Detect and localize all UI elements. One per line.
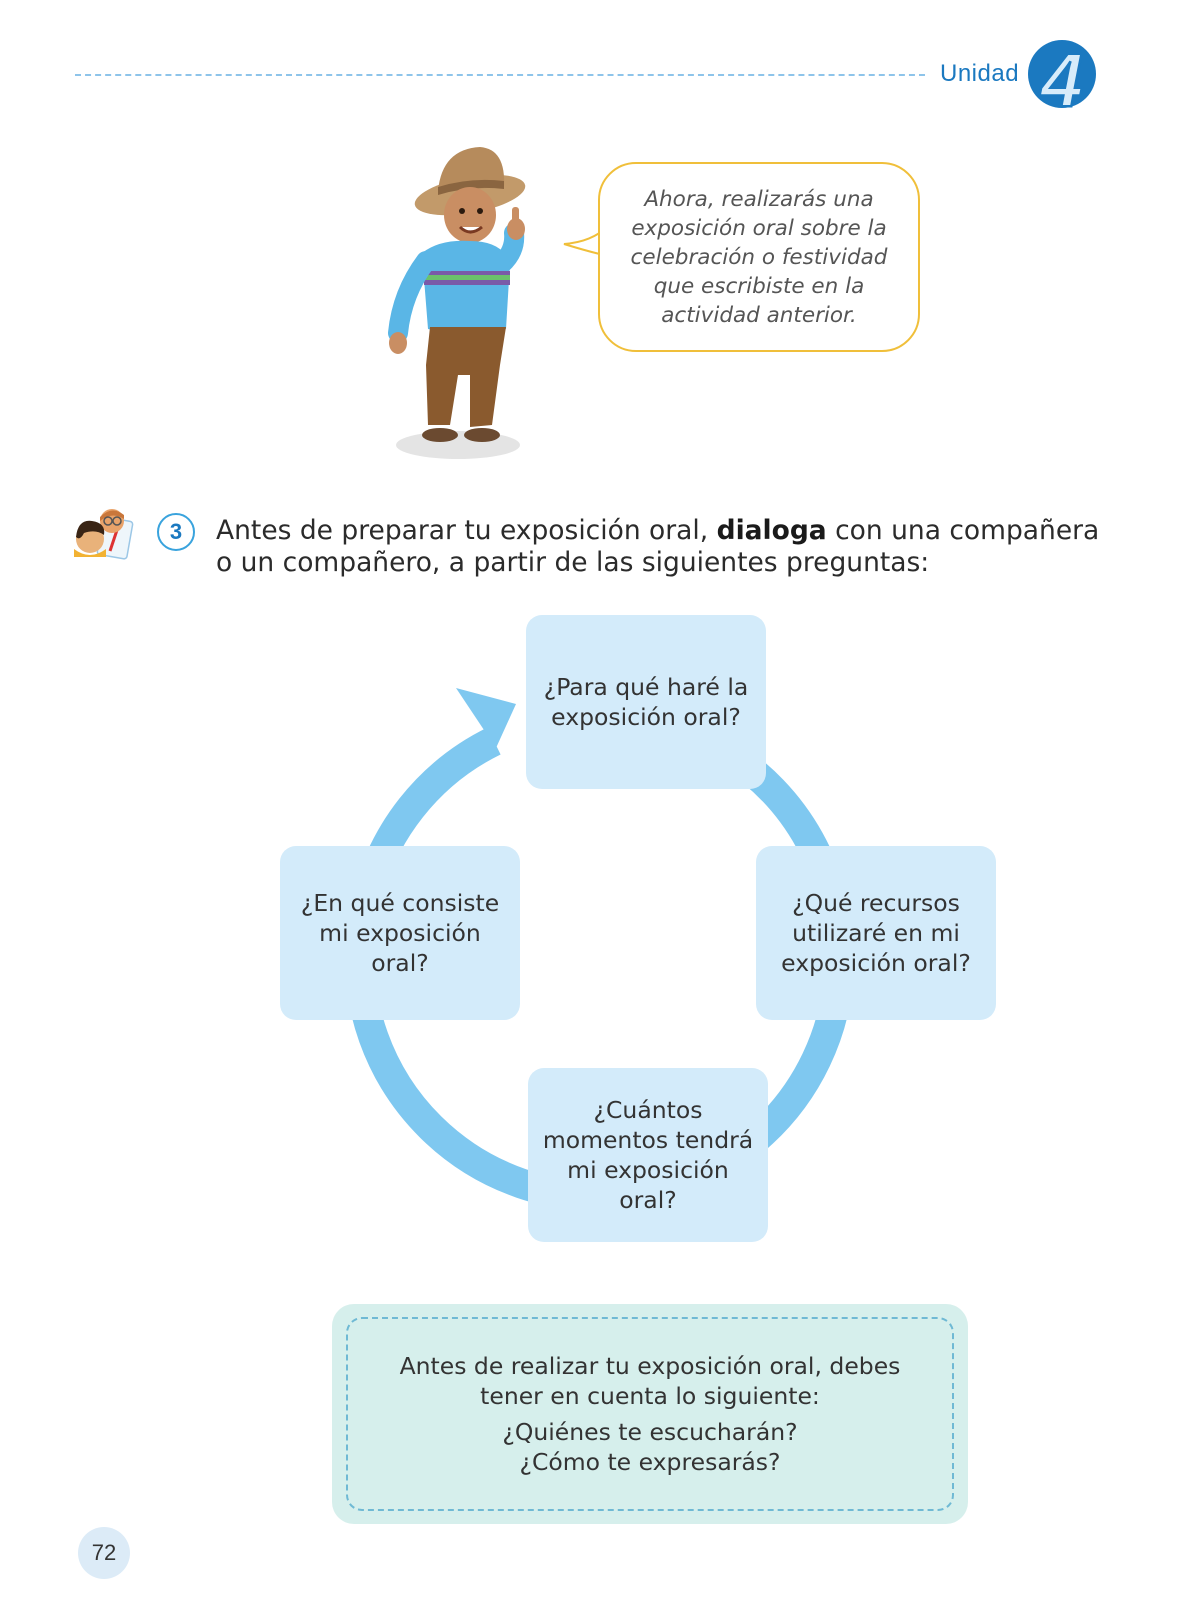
speech-line: actividad anterior. (661, 302, 857, 328)
boy-illustration (388, 147, 526, 459)
page-number: 72 (78, 1527, 130, 1579)
unit-label: Unidad (940, 60, 1020, 87)
reminder-note-border: Antes de realizar tu exposición oral, de… (346, 1317, 954, 1511)
reminder-note: Antes de realizar tu exposición oral, de… (332, 1304, 968, 1524)
activity-number: 3 (157, 513, 195, 551)
cycle-arrowhead (456, 688, 516, 748)
unit-badge-circle (1028, 40, 1096, 108)
question-box-content: ¿En qué consiste mi exposición oral? (280, 846, 520, 1020)
unit-number-badge: 4 (1028, 37, 1096, 120)
header-dashed-rule (75, 74, 925, 76)
speech-bubble-tail (563, 225, 608, 257)
instruction-text-continued: con una compañera o un compañero, a part… (216, 515, 1100, 578)
note-line: tener en cuenta lo siguiente: (480, 1382, 820, 1410)
unit-number: 4 (1039, 38, 1083, 120)
pair-work-icon (74, 509, 134, 560)
speech-line: que escribiste en la (653, 273, 865, 299)
instruction-text: Antes de preparar tu exposición oral, (216, 515, 717, 546)
activity-instruction: Antes de preparar tu exposición oral, di… (216, 515, 1116, 579)
speech-bubble-text: Ahora, realizarás una exposición oral so… (619, 185, 899, 330)
speech-line: exposición oral sobre la (631, 215, 887, 241)
note-line: Antes de realizar tu exposición oral, de… (399, 1352, 901, 1380)
question-box-resources: ¿Qué recursos utilizaré en mi exposición… (756, 846, 996, 1020)
question-box-purpose: ¿Para qué haré la exposición oral? (526, 615, 766, 789)
note-question: ¿Quiénes te escucharán? (502, 1418, 798, 1446)
speech-line: celebración o festividad (630, 244, 888, 270)
speech-line: Ahora, realizarás una (644, 186, 874, 212)
instruction-emphasis: dialoga (716, 515, 827, 546)
question-box-moments: ¿Cuántos momentos tendrá mi exposición o… (528, 1068, 768, 1242)
speech-bubble: Ahora, realizarás una exposición oral so… (598, 162, 920, 352)
note-question: ¿Cómo te expresarás? (519, 1448, 781, 1476)
